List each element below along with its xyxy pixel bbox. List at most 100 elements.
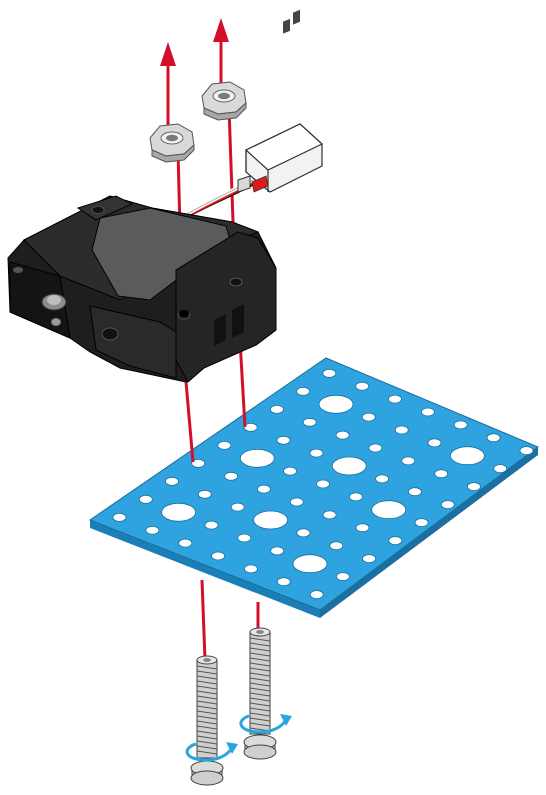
plate-hole-large — [161, 502, 197, 522]
plate-hole — [388, 394, 402, 404]
plate-hole — [289, 497, 304, 507]
plate-hole — [309, 448, 324, 458]
plate-hole — [244, 564, 258, 574]
plate-hole — [302, 417, 317, 427]
screw-thread — [249, 652, 271, 657]
plate-holes — [112, 368, 534, 599]
plate-hole — [414, 518, 429, 527]
plate-hole — [224, 471, 239, 481]
screw-thread — [196, 750, 218, 755]
screw-thread — [196, 690, 218, 695]
plate-hole-large — [292, 554, 328, 574]
screw-thread — [249, 637, 271, 642]
plate-hole — [112, 513, 127, 522]
screw-thread — [196, 705, 218, 710]
plate-hole — [309, 590, 324, 599]
plate-hole — [237, 533, 252, 543]
plate-hole — [407, 487, 422, 497]
plate-hole — [276, 577, 291, 587]
screw-thread — [249, 722, 271, 727]
plate-hole — [453, 420, 468, 430]
guide-line-right-low — [238, 339, 247, 428]
plate-hole — [217, 440, 232, 450]
screw-thread — [249, 697, 271, 702]
plate-hole — [165, 476, 179, 486]
screw-thread — [196, 720, 218, 725]
servo-motor — [7, 195, 277, 383]
screw-thread — [249, 687, 271, 692]
screw-right — [243, 627, 277, 760]
screw-thread — [249, 682, 271, 687]
screw-thread — [249, 657, 271, 662]
plate-hole — [211, 551, 226, 561]
plate-hole — [269, 404, 284, 414]
plate-hole — [361, 412, 376, 422]
screw-thread — [249, 667, 271, 672]
screw-thread — [196, 730, 218, 735]
screw-thread — [249, 672, 271, 677]
screw-left — [190, 655, 224, 786]
up-arrow-icon — [160, 42, 176, 66]
plate-hole — [230, 502, 245, 512]
plate-hole — [355, 523, 370, 533]
plate-hole — [145, 525, 160, 535]
plate-hole — [348, 492, 363, 502]
screw-thread — [249, 702, 271, 707]
screw-thread — [196, 680, 218, 685]
screw-thread — [196, 740, 218, 745]
plate-hole — [329, 541, 344, 551]
screw-thread — [249, 662, 271, 667]
plate-hole — [335, 430, 350, 440]
screw-thread — [196, 715, 218, 720]
up-arrow-icon — [213, 18, 229, 42]
plate-hole — [467, 482, 481, 492]
screw-thread — [196, 695, 218, 700]
plate-hole-large — [449, 446, 485, 466]
plate-hole — [355, 381, 370, 391]
screw-thread — [196, 745, 218, 750]
screw-thread — [196, 685, 218, 690]
plate-hole — [368, 443, 383, 453]
rotate-clockwise-icon — [239, 714, 288, 734]
screw-thread — [196, 725, 218, 730]
plate-hole — [270, 546, 285, 556]
hex-nut-left — [149, 123, 195, 163]
screw-thread — [249, 642, 271, 647]
plate-hole-large — [253, 510, 289, 530]
plate-hole — [243, 422, 258, 432]
plate-hole — [427, 438, 442, 448]
guide-line-left-low — [184, 381, 195, 463]
screw-thread — [196, 665, 218, 670]
screw-thread — [249, 677, 271, 682]
plate-hole — [519, 446, 534, 456]
plate-hole — [401, 456, 416, 466]
plate-hole — [204, 520, 219, 530]
plate-hole — [138, 494, 153, 504]
screw-thread — [249, 712, 271, 717]
rotation-arrowhead-icon — [226, 742, 238, 754]
screw-thread — [196, 700, 218, 705]
screw-thread — [249, 647, 271, 652]
rotate-clockwise-icon — [185, 742, 234, 762]
plate-hole — [420, 407, 435, 417]
plate-hole — [335, 572, 350, 581]
screw-thread — [196, 675, 218, 680]
plate-hole — [256, 484, 271, 494]
guide-line-left-bottom — [200, 579, 207, 661]
screw-thread — [196, 670, 218, 675]
plate-hole-large — [239, 448, 275, 468]
plate-hole — [375, 474, 390, 484]
plate-hole — [493, 464, 508, 474]
hex-nut-right — [201, 81, 247, 121]
plate-hole-large — [371, 500, 407, 520]
blue-perforated-plate — [88, 357, 539, 618]
screw-thread — [196, 735, 218, 740]
plate-hole — [322, 368, 337, 378]
plate-hole — [316, 479, 330, 489]
plate-hole — [322, 510, 337, 520]
plate-hole — [394, 425, 409, 435]
plate-hole — [434, 469, 449, 479]
screw-thread — [249, 717, 271, 722]
